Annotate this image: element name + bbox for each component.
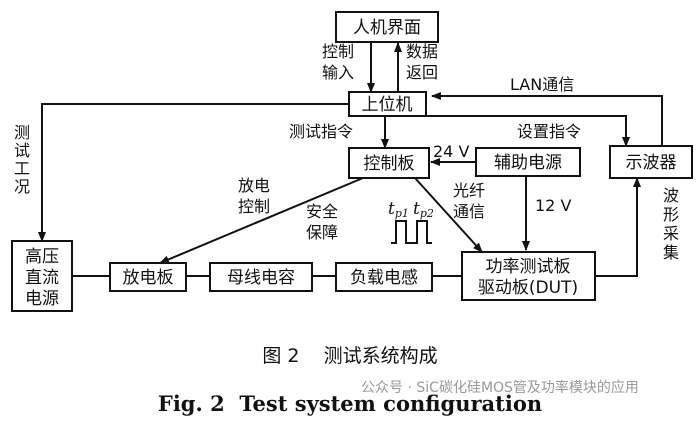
block-hmi: 人机界面	[335, 11, 439, 43]
label-control-input-1: 控制	[322, 42, 354, 61]
block-discharge-board: 放电板	[109, 262, 187, 292]
label-tp2: tp2	[413, 199, 434, 220]
watermark: 公众号 · SiC碳化硅MOS管及功率模块的应用	[361, 379, 639, 396]
label-data-return-2: 返回	[406, 63, 438, 82]
block-control-board: 控制板	[348, 147, 430, 179]
block-hv-dc-supply: 高压 直流 电源	[11, 240, 73, 312]
label-test-command: 测试指令	[289, 122, 353, 141]
dut-line-2: 驱动板(DUT)	[478, 278, 578, 298]
caption-en: Fig. 2 Test system configuration	[158, 391, 542, 416]
host-label: 上位机	[362, 95, 413, 115]
label-waveform-1: 波	[663, 186, 679, 205]
label-control-input-2: 输入	[322, 63, 354, 82]
aux-power-label: 辅助电源	[494, 153, 562, 173]
arrow-fiber	[414, 177, 483, 253]
label-lan: LAN通信	[510, 75, 574, 94]
caption-cn: 图 2 测试系统构成	[262, 345, 437, 367]
block-load-inductor: 负载电感	[335, 262, 433, 292]
arrow-lan	[431, 92, 663, 146]
arrow-set-command	[426, 115, 630, 147]
label-waveform-4: 集	[663, 243, 679, 262]
block-bus-capacitor: 母线电容	[209, 262, 313, 292]
block-dut: 功率测试板 驱动板(DUT)	[461, 251, 596, 301]
hv-dc-supply-line-2: 直流	[25, 268, 59, 288]
connections	[38, 42, 663, 277]
label-discharge-control-2: 控制	[238, 197, 270, 216]
label-fiber-1: 光纤	[453, 181, 485, 200]
hv-dc-supply-line-3: 电源	[25, 289, 59, 309]
label-fiber-2: 通信	[453, 202, 485, 221]
arrow-waveform	[595, 177, 641, 277]
label-set-command: 设置指令	[517, 122, 581, 141]
label-safety-1: 安全	[306, 202, 338, 221]
block-aux-power: 辅助电源	[475, 147, 581, 177]
oscilloscope-label: 示波器	[626, 153, 677, 173]
label-tp1: tp1	[388, 199, 409, 220]
label-test-condition-1: 测	[14, 123, 30, 142]
label-test-condition-3: 工	[14, 159, 30, 178]
label-test-condition-4: 况	[14, 177, 30, 196]
label-12v: 12 V	[535, 196, 571, 215]
label-test-condition-2: 试	[14, 141, 30, 160]
dut-line-1: 功率测试板	[486, 257, 571, 277]
label-data-return-1: 数据	[406, 42, 438, 61]
edge-labels: 控制 输入 数据 返回 LAN通信 测 试 工 况 测试指令 设置指令 24 V…	[14, 42, 679, 262]
label-waveform-3: 采	[663, 224, 679, 243]
control-board-label: 控制板	[364, 154, 415, 174]
double-pulse-waveform	[391, 220, 432, 244]
hv-dc-supply-line-1: 高压	[25, 247, 59, 267]
arrow-test-condition	[38, 103, 349, 242]
block-oscilloscope: 示波器	[609, 145, 693, 179]
load-inductor-label: 负载电感	[350, 268, 418, 288]
label-safety-2: 保障	[306, 223, 338, 242]
label-24v: 24 V	[433, 142, 469, 161]
arrow-discharge-control	[159, 177, 364, 264]
bus-capacitor-label: 母线电容	[227, 268, 295, 288]
label-discharge-control-1: 放电	[238, 176, 270, 195]
block-host: 上位机	[348, 91, 427, 117]
label-waveform-2: 形	[663, 205, 679, 224]
hmi-label: 人机界面	[353, 18, 421, 38]
discharge-board-label: 放电板	[123, 268, 174, 288]
